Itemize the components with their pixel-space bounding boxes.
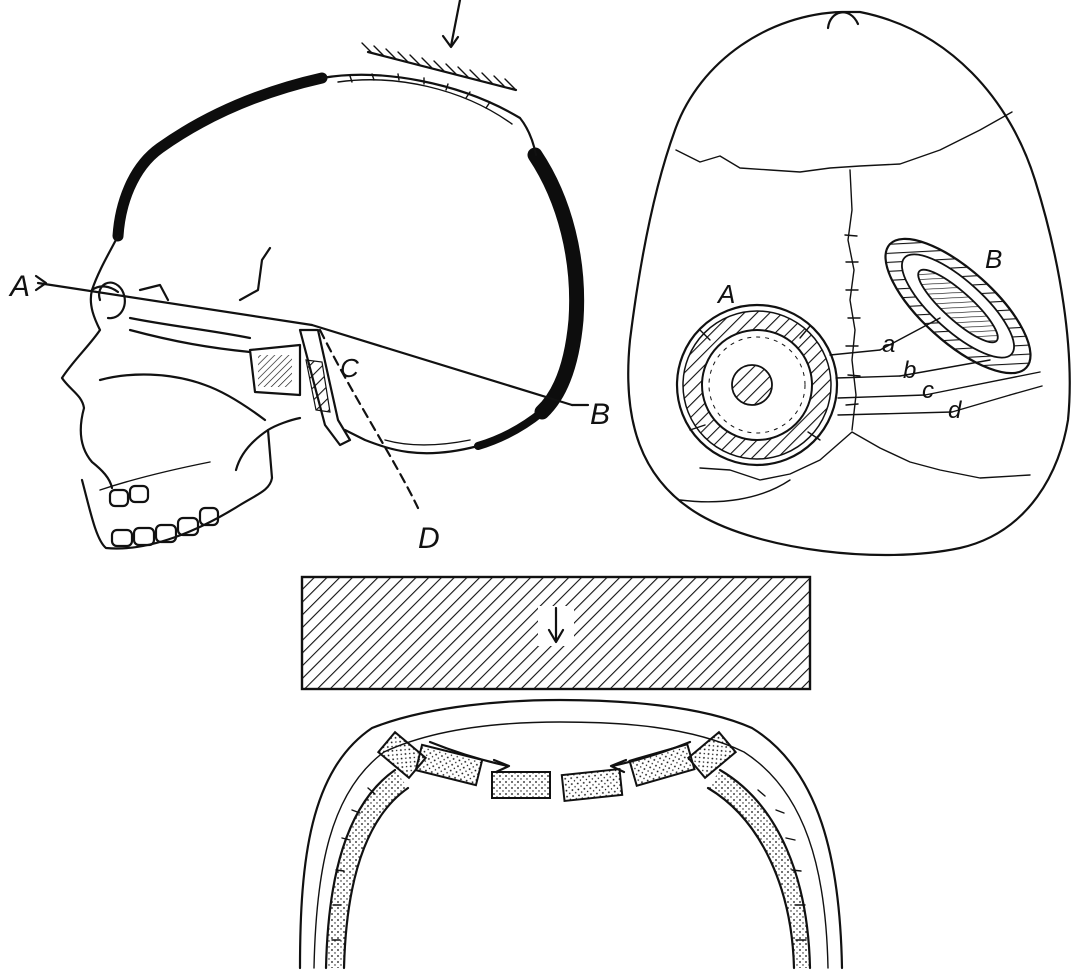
frontal-skull-view: A B a b c d [628,12,1070,555]
mandible-inner [100,462,210,490]
label-A-frontal: A [716,279,735,309]
line-D [320,330,418,508]
zygomatic-arch [130,318,250,352]
fracture-B-oval [866,218,1051,395]
temporal-hatch [258,355,292,387]
label-B-lateral: B [590,398,610,431]
label-A-lateral: A [8,270,30,303]
occipital-bone-thick [535,155,577,412]
sagittal-suture [848,170,856,430]
force-arrow-top [443,0,460,47]
label-b-frontal: b [903,357,916,384]
occipital-lower-thick [478,412,542,446]
parietal-diploe [350,74,490,108]
label-c-frontal: c [922,377,934,404]
label-C-lateral: C [340,353,359,383]
coronal-suture [676,112,1012,172]
impact-cross-section [300,577,842,968]
parietal-vault-inner [338,80,512,124]
frontal-bone-thick [118,78,322,236]
skull-base-inner [385,440,470,445]
diploe-left [326,770,408,968]
label-D-lateral: D [418,522,440,555]
suture-lower-left [680,480,790,502]
fracture-A-ring [677,305,837,465]
impact-plate-top [362,43,516,90]
line-A [38,283,312,325]
teeth [110,486,218,546]
skull-outline-frontal [628,12,1070,555]
label-B-frontal: B [985,244,1002,274]
vertex-tubercle [828,12,858,28]
lateral-skull-view: A B C D [8,0,610,555]
label-a-frontal: a [882,331,895,358]
skull-table-inner [344,788,794,968]
face-outline [62,236,118,488]
mandible-ramus [236,430,268,470]
sphenoid-lines [140,248,270,300]
maxilla [100,375,265,420]
label-d-frontal: d [948,397,962,424]
mandible [82,418,300,548]
